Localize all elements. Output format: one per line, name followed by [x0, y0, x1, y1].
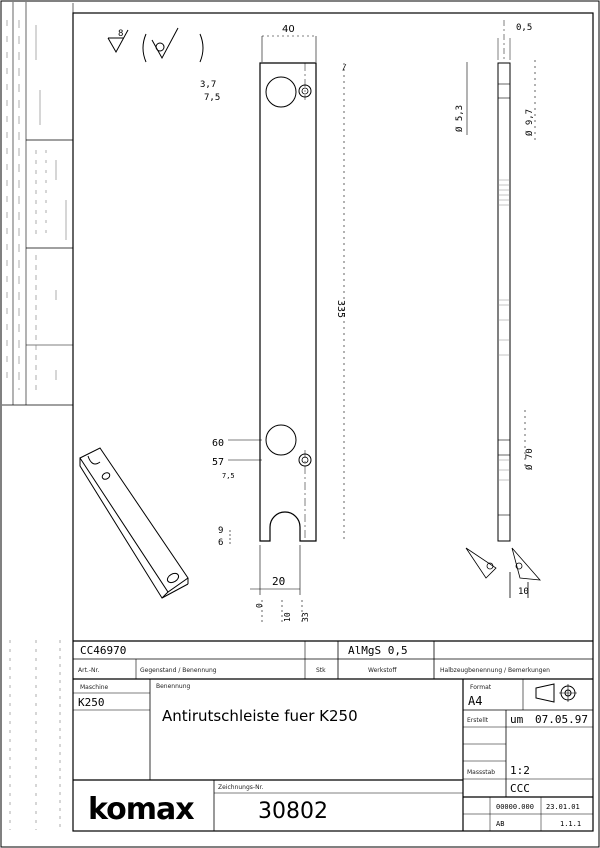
dim-slot-a: 9 — [218, 526, 223, 536]
part-isometric-view — [79, 447, 189, 599]
col-qty-label: Stk — [316, 667, 326, 674]
format-label: Format — [470, 684, 492, 691]
drawn-by: CCC — [510, 782, 530, 795]
col-part-label: Art.-Nr. — [78, 667, 99, 674]
side-view-hatching — [498, 179, 510, 481]
revision-2-a: AB — [496, 820, 504, 828]
format-value: A4 — [468, 694, 482, 708]
dim-bottom-c: 33 — [301, 612, 310, 622]
machine-value: K250 — [78, 696, 105, 709]
dim-lower-holes — [228, 439, 262, 545]
margin-annotations — [6, 20, 67, 830]
revision-1-a: 00000.000 — [496, 803, 534, 811]
drawing-title: Antirutschleiste fuer K250 — [162, 707, 358, 725]
drawing-frame — [72, 12, 594, 832]
dim-right-lower: Ø 70 — [524, 448, 535, 470]
material-value: AlMgS 0,5 — [348, 644, 408, 657]
part-front-view — [259, 62, 317, 542]
machine-label: Maschine — [80, 684, 109, 691]
date-row-label: Erstellt — [467, 717, 489, 724]
drawing-no-label: Zeichnungs-Nr. — [218, 784, 263, 791]
dim-bottom — [250, 545, 303, 625]
dim-lower-a: 60 — [212, 438, 224, 449]
komax-logo: komax — [88, 792, 194, 827]
dim-corner-mark: / — [342, 63, 347, 72]
scale-value: 1:2 — [510, 764, 530, 777]
title-block-lines — [73, 640, 593, 831]
creation-date: 07.05.97 — [535, 713, 588, 726]
chamfer-detail — [465, 547, 541, 598]
dim-hole-top-a: 3,7 — [200, 80, 216, 90]
dim-top-width — [261, 35, 317, 62]
dim-bottom-a: 0 — [255, 603, 264, 608]
dim-right-thickness: 0,5 — [516, 23, 532, 33]
dim-lower-b: 57 — [212, 457, 224, 468]
surface-roughness-value: 8 — [118, 29, 123, 39]
revision-2-b: 1.1.1 — [560, 820, 581, 828]
dim-top-width-label: 40 — [282, 24, 295, 35]
dim-right-bottom: 10 — [518, 587, 529, 597]
dim-bottom-b: 10 — [283, 612, 292, 622]
dim-hole-diam: Ø 5,3 — [454, 105, 465, 132]
dim-length-label: 335 — [335, 300, 346, 318]
surface-finish-symbol: 8 — [107, 27, 204, 63]
col-material-label: Werkstoff — [368, 667, 397, 674]
date-prefix: um — [510, 713, 524, 726]
dim-hole-top-b: 7,5 — [204, 93, 220, 103]
col-semi-label: Halbzeugbenennung / Bemerkungen — [440, 667, 550, 674]
dim-slot-b: 6 — [218, 538, 223, 548]
part-side-view — [497, 20, 511, 542]
dim-bottom-width: 20 — [272, 575, 285, 588]
revision-1-b: 23.01.01 — [546, 803, 580, 811]
drawing-name-label: Benennung — [156, 683, 191, 690]
part-number: CC46970 — [80, 644, 126, 657]
col-name-label: Gegenstand / Benennung — [140, 667, 217, 674]
dim-counterbore: Ø 9,7 — [524, 109, 535, 136]
dim-lower-c: 7,5 — [222, 472, 235, 480]
projection-symbol-icon — [535, 683, 577, 703]
scale-label: Massstab — [467, 769, 495, 776]
drawing-number: 30802 — [258, 799, 328, 824]
